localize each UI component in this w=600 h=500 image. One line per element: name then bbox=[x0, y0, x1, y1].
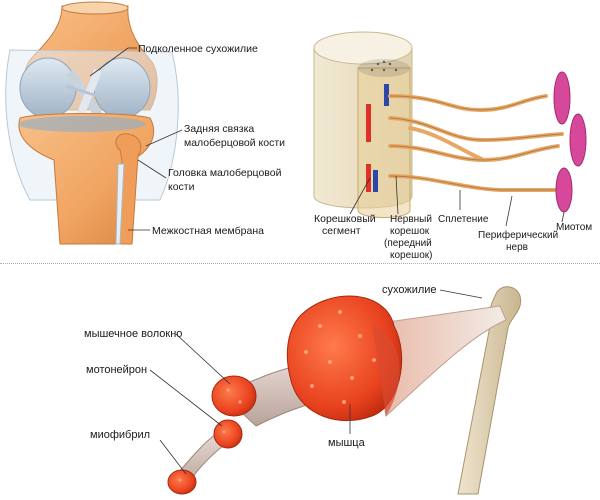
label-posterior-ligament-1: Задняя связка bbox=[184, 123, 254, 135]
sensory-neuron-bar-lower bbox=[373, 170, 378, 192]
label-nerve-root-2: корешок bbox=[390, 226, 430, 237]
label-nerve-root-3: (передний bbox=[384, 238, 432, 249]
section-divider bbox=[0, 263, 600, 264]
label-myofibril: миофибрил bbox=[90, 429, 150, 441]
label-fibula-head-1: Головка малоберцовой bbox=[168, 167, 282, 179]
label-myotome: Миотом bbox=[556, 222, 592, 233]
sensory-neuron-bar bbox=[384, 84, 389, 106]
muscle-structure-illustration: мышечное волокно мотонейрон миофибрил су… bbox=[84, 284, 522, 495]
motor-neuron-bar bbox=[366, 104, 371, 142]
tendon bbox=[371, 305, 507, 417]
label-motoneuron: мотонейрон bbox=[86, 364, 147, 376]
label-interosseous-membrane: Межкостная мембрана bbox=[152, 225, 264, 237]
label-peripheral-nerve-2: нерв bbox=[506, 242, 528, 253]
spinal-segment-illustration: Корешковый сегмент Нервный корешок (пере… bbox=[313, 31, 592, 261]
label-peripheral-nerve-1: Периферический bbox=[478, 229, 558, 241]
myofibril-blob bbox=[167, 469, 197, 495]
label-posterior-ligament-2: малоберцовой кости bbox=[184, 137, 285, 149]
muscle-structure-figure: мышечное волокно мотонейрон миофибрил су… bbox=[0, 266, 600, 500]
label-popliteal-tendon: Подколенное сухожилие bbox=[138, 43, 258, 55]
motor-neuron-bar-lower bbox=[366, 164, 371, 192]
label-root-segment-1: Корешковый bbox=[314, 213, 376, 225]
label-fibula-head-2: кости bbox=[168, 181, 195, 193]
muscle-fiber-blob bbox=[211, 375, 257, 417]
fibula-bone bbox=[115, 133, 142, 245]
label-plexus: Сплетение bbox=[438, 214, 489, 225]
label-muscle-fiber: мышечное волокно bbox=[84, 328, 182, 340]
label-root-segment-2: сегмент bbox=[322, 225, 361, 237]
motoneuron-blob bbox=[213, 419, 243, 449]
spinal-segment-figure: Корешковый сегмент Нервный корешок (пере… bbox=[300, 0, 600, 262]
label-tendon: сухожилие bbox=[382, 284, 437, 296]
myotome-group bbox=[553, 71, 587, 213]
interosseous-membrane bbox=[115, 163, 125, 245]
label-muscle: мышца bbox=[328, 437, 366, 449]
knee-joint-illustration: Подколенное сухожилие Задняя связка мало… bbox=[5, 1, 285, 245]
label-nerve-root-4: корешок) bbox=[390, 250, 432, 261]
knee-joint-figure: Подколенное сухожилие Задняя связка мало… bbox=[0, 0, 300, 258]
label-nerve-root-1: Нервный bbox=[390, 214, 432, 225]
